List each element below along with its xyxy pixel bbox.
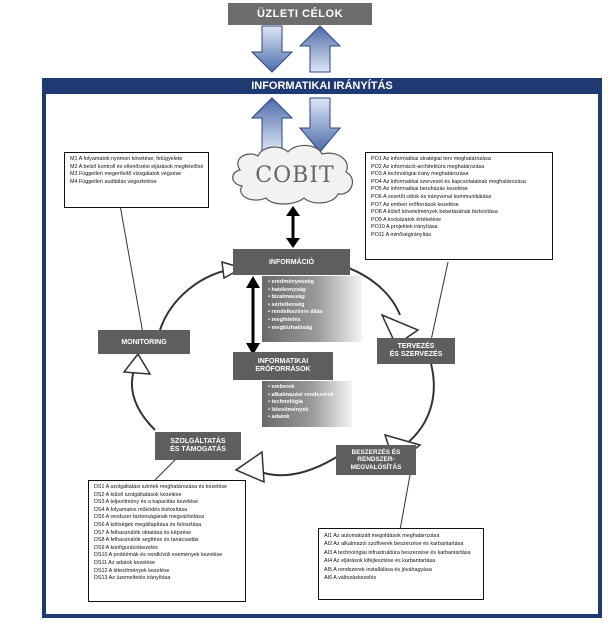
planning-processes-box: PO1 Az informatikai stratégiai terv megh… (365, 152, 553, 260)
list-item: • adatok (268, 414, 290, 421)
list-item: PO7 Az emberi erőforrások kezelése (371, 201, 459, 208)
cobit-label: COBIT (255, 163, 335, 188)
planning-organisation-node: TERVEZÉS ÉS SZERVEZÉS (377, 338, 455, 364)
list-item: PO11 A minőségirányítás (371, 231, 432, 238)
delivery-support-node: SZOLGÁLTATÁS ÉS TÁMOGATÁS (155, 432, 241, 460)
arrowhead-planning (380, 313, 420, 347)
list-item: • alkalmazási rendszerek (268, 391, 334, 398)
list-item: • megfelelés (268, 316, 301, 323)
acquisition-processes-box: AI1 Az automatizált megoldások meghatáro… (318, 528, 484, 600)
list-item: M3 Független megerősítő vizsgálatok végz… (70, 171, 182, 178)
information-node: INFORMÁCIÓ (233, 249, 350, 275)
acquisition-implementation-node: BESZERZÉS ÉS RENDSZER- MEGVALÓSÍTÁS (336, 445, 416, 475)
list-item: • sértetlenség (268, 301, 305, 308)
list-item: PO2 Az információ-architektúra meghatáro… (371, 163, 485, 170)
node-label-line: ERŐFORRÁSOK (255, 366, 311, 373)
monitoring-node: MONITORING (98, 330, 190, 354)
node-label-line: BESZERZÉS ÉS (351, 448, 401, 456)
list-item: DS3 A teljesítmény és a kapacitás kezelé… (94, 499, 198, 506)
cycle-arc-right (404, 359, 435, 446)
list-item: PO1 Az informatikai stratégiai terv megh… (371, 156, 491, 162)
cobit-cloud-shape (232, 144, 354, 205)
list-item: • technológia (268, 399, 303, 406)
list-item: • emberek (268, 384, 295, 390)
list-item: AI3 A technológiai infrastruktúra beszer… (324, 549, 471, 556)
list-item: • létesítmények (268, 406, 309, 413)
business-goals-header: ÜZLETI CÉLOK (228, 3, 372, 25)
it-governance-title: INFORMATIKAI IRÁNYÍTÁS (42, 78, 602, 94)
cycle-arc-top-left (159, 267, 241, 331)
list-item: PO4 Az informatikai szervezet és kapcsol… (371, 178, 526, 185)
list-item: DS11 Az adatok kezelése (94, 559, 156, 566)
list-item: AI4 Az eljárások kifejlesztése és karban… (324, 558, 436, 565)
list-item: PO3 A technológiai irány meghatározása (371, 171, 469, 178)
list-item: DS13 Az üzemeltetés irányítása (94, 575, 171, 582)
list-item: PO10 A projektek irányítása (371, 224, 438, 231)
list-item: DS7 A felhasználók oktatása és képzése (94, 529, 192, 536)
list-item: AI1 Az automatizált megoldások meghatáro… (324, 533, 440, 539)
list-item: DS1 A szolgáltatási szintek meghatározás… (94, 484, 228, 490)
list-item: M1 A folyamatok nyomon követése, felügye… (70, 156, 183, 162)
list-item: DS9 A konfigurációkezelés (94, 544, 158, 551)
node-label-line: TERVEZÉS (397, 343, 435, 350)
list-item: AI5 A rendszerek installálása és jóváhag… (324, 566, 432, 573)
node-label-line: SZOLGÁLTATÁS (170, 438, 226, 445)
list-item: PO5 Az informatikai beruházás kezelése (371, 186, 468, 193)
arrowhead-monitoring (122, 352, 152, 375)
node-label-line: INFORMATIKAI (257, 358, 309, 365)
information-criteria-list: • eredményesség • hatékonyság • bizalmas… (262, 276, 362, 342)
list-item: PO9 A kockázatok értékelése (371, 216, 442, 223)
list-item: DS6 A költségek megállapítása és feloszt… (94, 521, 202, 528)
list-item: DS2 A külső szolgáltatások kezelése (94, 491, 182, 498)
list-item: DS5 A rendszer biztonságának megvalósítá… (94, 514, 204, 521)
list-item: DS4 A folyamatos működés biztosítása (94, 506, 188, 513)
list-item: DS10 A problémák és rendkívüli események… (94, 552, 223, 559)
list-item: AI2 Az alkalmazói szoftverek beszerzése … (324, 541, 464, 548)
list-item: • hatékonyság (268, 286, 306, 293)
node-label-line: ÉS SZERVEZÉS (389, 351, 443, 358)
list-item: PO6 A vezetői célok és irányvonal kommun… (371, 193, 492, 200)
list-item: • rendelkezésre állás (268, 309, 323, 316)
arrowhead-delivery (234, 450, 265, 484)
list-item: • eredményesség (268, 279, 314, 285)
it-resources-list: • emberek • alkalmazási rendszerek • tec… (262, 381, 352, 427)
node-label-line: MEGVALÓSÍTÁS (350, 463, 402, 471)
monitoring-processes-box: M1 A folyamatok nyomon követése, felügye… (64, 152, 209, 208)
node-label-line: ÉS TÁMOGATÁS (170, 446, 226, 453)
cycle-arc-left (130, 369, 156, 431)
list-item: DS12 A létesítmények kezelése (94, 567, 170, 574)
list-item: • megbízhatóság (268, 324, 313, 331)
list-item: • bizalmasság (268, 294, 305, 301)
list-item: PO8 A külső követelmények betartásának b… (371, 209, 498, 216)
down-arrow-top (250, 25, 294, 73)
delivery-processes-box: DS1 A szolgáltatási szintek meghatározás… (88, 480, 246, 602)
list-item: M4 Független auditálás végeztetése (70, 178, 157, 185)
list-item: DS8 A felhasználók segítése és tanácsadá… (94, 537, 199, 544)
list-item: M2 A belső kontroll és ellenőrzési eljár… (70, 163, 203, 170)
node-label-line: RENDSZER- (357, 456, 395, 464)
up-arrow-top (298, 25, 342, 73)
it-resources-node: INFORMATIKAI ERŐFORRÁSOK (233, 352, 333, 380)
list-item: AI6 A változáskezelés (324, 575, 377, 582)
